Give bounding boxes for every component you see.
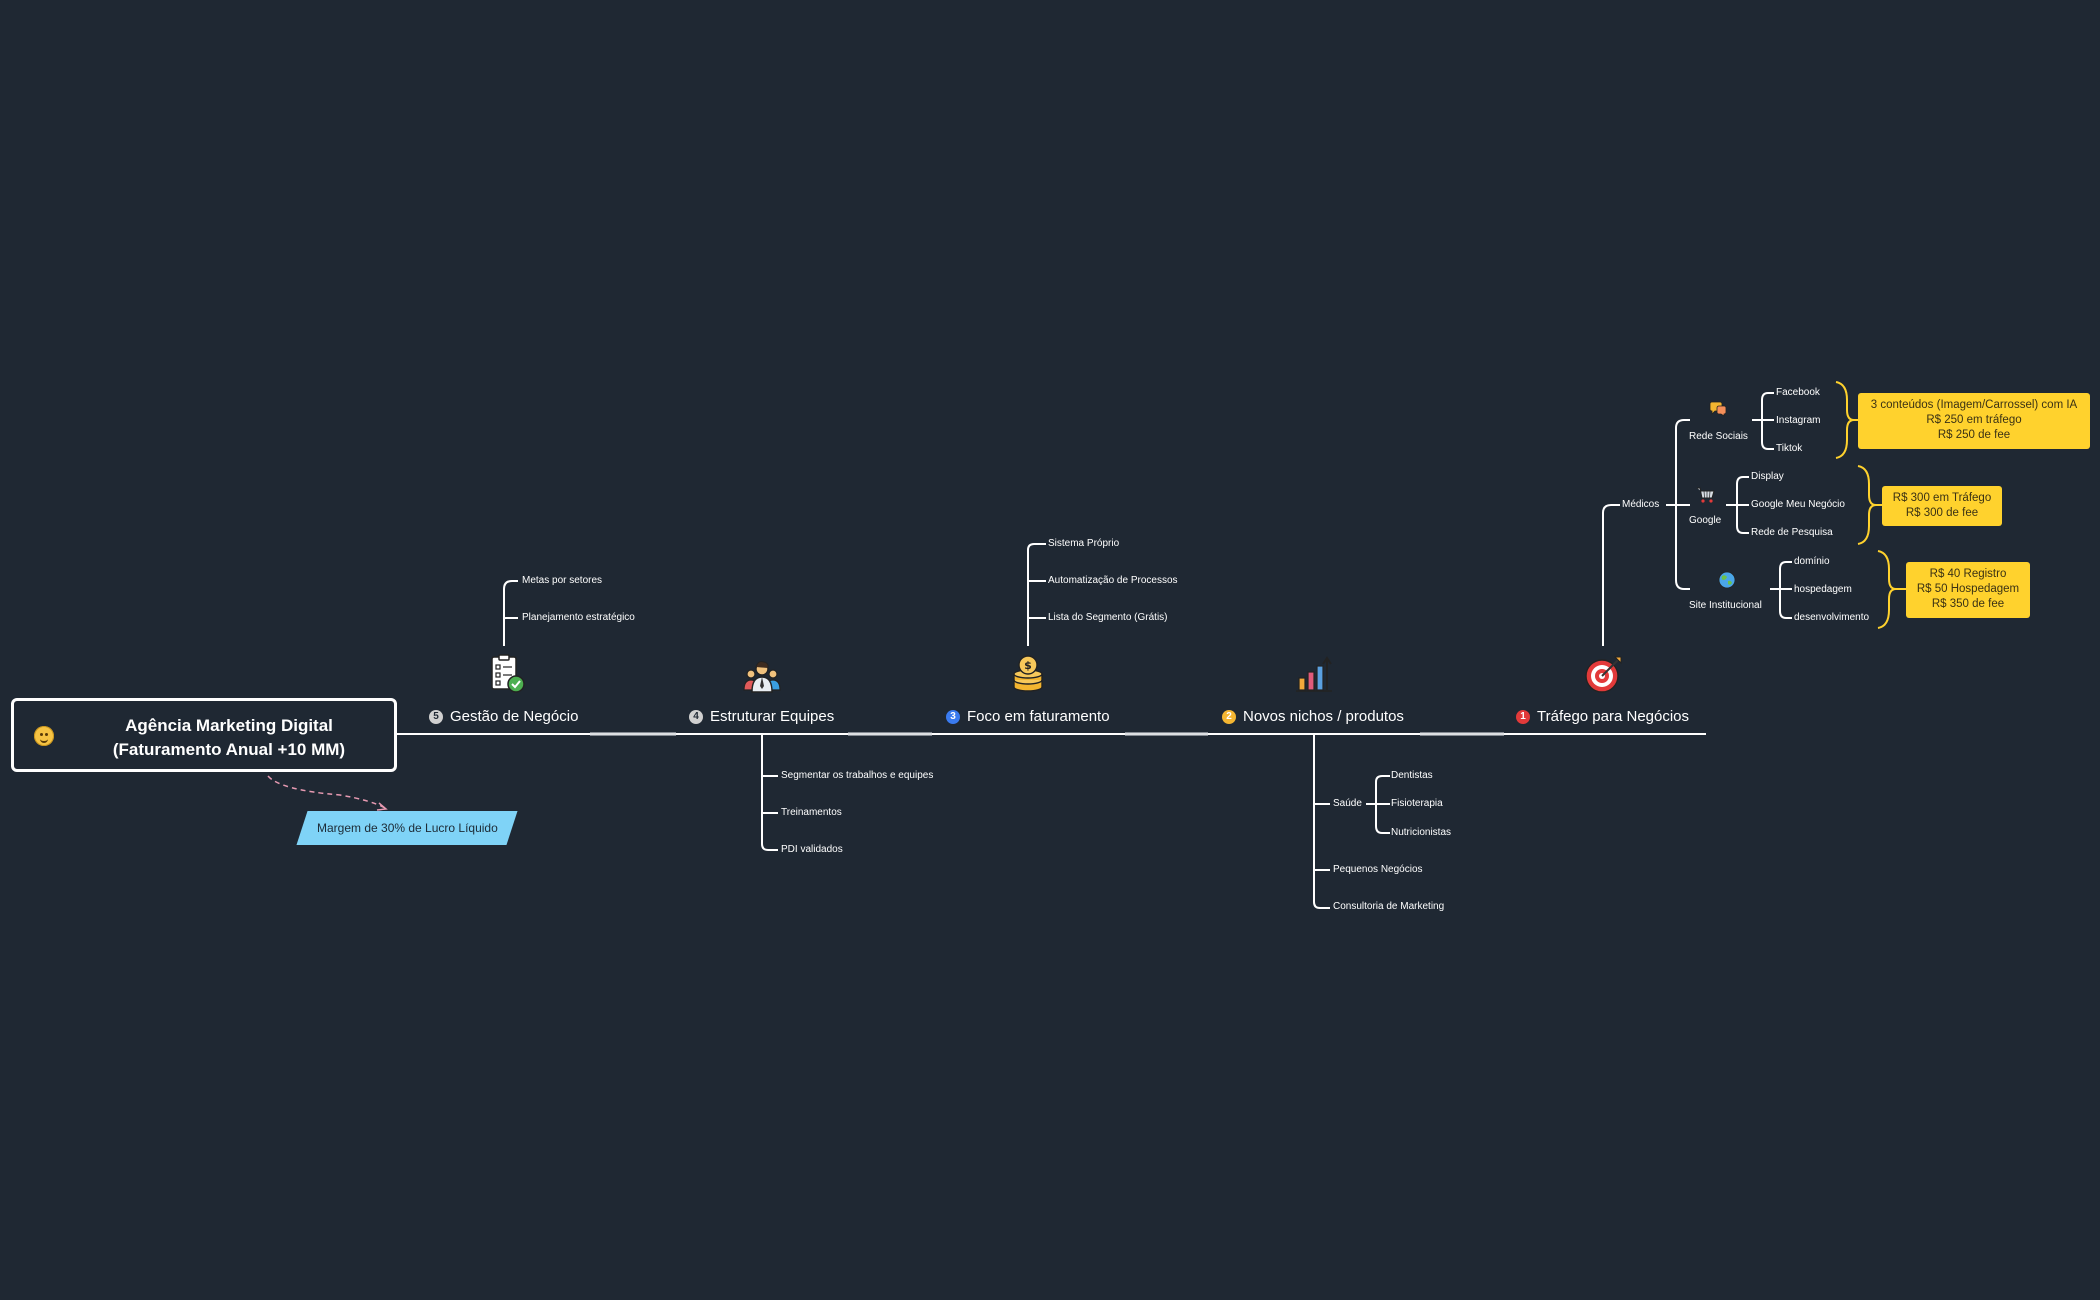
- leaf-metas-setores[interactable]: Metas por setores: [522, 575, 603, 586]
- chat-bubbles-icon: [1708, 400, 1728, 420]
- central-topic-title: Agência Marketing Digital (Faturamento A…: [112, 716, 346, 759]
- leaf-facebook[interactable]: Facebook: [1776, 387, 1820, 398]
- leaf-rede-sociais[interactable]: Rede Sociais: [1689, 431, 1748, 442]
- leaf-google[interactable]: Google: [1689, 515, 1722, 526]
- checklist-icon: [486, 654, 526, 694]
- globe-icon: [1717, 570, 1737, 590]
- leaf-fisioterapia[interactable]: Fisioterapia: [1391, 798, 1443, 809]
- leaf-lista-segmento[interactable]: Lista do Segmento (Grátis): [1048, 612, 1168, 623]
- branch-trafego-negocios[interactable]: 1 Tráfego para Negócios: [1516, 708, 1689, 725]
- leaf-rede-pesquisa[interactable]: Rede de Pesquisa: [1751, 527, 1833, 538]
- leaf-saude[interactable]: Saúde: [1333, 798, 1362, 809]
- leaf-desenvolvimento[interactable]: desenvolvimento: [1794, 612, 1870, 623]
- callout-label: Margem de 30% de Lucro Líquido: [316, 821, 498, 835]
- central-topic[interactable]: Agência Marketing Digital (Faturamento A…: [11, 698, 397, 772]
- leaf-nutricionistas[interactable]: Nutricionistas: [1391, 827, 1452, 838]
- bar-chart-icon: [1294, 654, 1334, 694]
- leaf-medicos[interactable]: Médicos: [1622, 499, 1660, 510]
- branch-foco-faturamento[interactable]: 3 Foco em faturamento: [946, 708, 1110, 725]
- leaf-tiktok[interactable]: Tiktok: [1776, 443, 1803, 454]
- leaf-pdi-validados[interactable]: PDI validados: [781, 844, 843, 855]
- leaf-dominio[interactable]: domínio: [1794, 556, 1830, 567]
- leaf-treinamentos[interactable]: Treinamentos: [781, 807, 842, 818]
- team-icon: [742, 656, 782, 696]
- leaf-instagram[interactable]: Instagram: [1776, 415, 1821, 426]
- summary-rede-sociais[interactable]: 3 conteúdos (Imagem/Carrossel) com IA R$…: [1858, 393, 2090, 449]
- leaf-sistema-proprio[interactable]: Sistema Próprio: [1048, 538, 1120, 549]
- summary-site-institucional[interactable]: R$ 40 Registro R$ 50 Hospedagem R$ 350 d…: [1906, 562, 2030, 618]
- leaf-hospedagem[interactable]: hospedagem: [1794, 584, 1852, 595]
- smiley-icon: [34, 726, 54, 746]
- leaf-google-meu-negocio[interactable]: Google Meu Negócio: [1751, 499, 1845, 510]
- leaf-automatizacao-processos[interactable]: Automatização de Processos: [1048, 575, 1178, 586]
- leaf-dentistas[interactable]: Dentistas: [1391, 770, 1433, 781]
- leaf-segmentar-trabalhos[interactable]: Segmentar os trabalhos e equipes: [781, 770, 934, 781]
- branch-novos-nichos[interactable]: 2 Novos nichos / produtos: [1222, 708, 1404, 725]
- summary-google[interactable]: R$ 300 em Tráfego R$ 300 de fee: [1882, 486, 2002, 526]
- leaf-pequenos-negocios[interactable]: Pequenos Negócios: [1333, 864, 1423, 875]
- priority-2-icon: 2: [1222, 709, 1236, 724]
- shopping-cart-icon: [1696, 485, 1716, 505]
- leaf-consultoria-marketing[interactable]: Consultoria de Marketing: [1333, 901, 1445, 912]
- leaf-display[interactable]: Display: [1751, 471, 1784, 482]
- target-icon: [1584, 654, 1624, 694]
- leaf-planejamento-estrategico[interactable]: Planejamento estratégico: [522, 612, 635, 623]
- svg-text:$: $: [1024, 659, 1032, 672]
- branch-gestao-negocio[interactable]: 5 Gestão de Negócio: [429, 708, 578, 725]
- branch-label: Gestão de Negócio: [450, 708, 579, 725]
- priority-1-icon: 1: [1516, 709, 1530, 724]
- branch-estruturar-equipes[interactable]: 4 Estruturar Equipes: [689, 708, 834, 725]
- branch-label: Tráfego para Negócios: [1537, 708, 1690, 725]
- priority-4-icon: 4: [689, 709, 703, 724]
- leaf-site-institucional[interactable]: Site Institucional: [1689, 600, 1762, 611]
- priority-5-icon: 5: [429, 709, 443, 724]
- branch-label: Foco em faturamento: [967, 708, 1110, 725]
- callout-profit-margin[interactable]: Margem de 30% de Lucro Líquido: [296, 811, 518, 845]
- branch-label: Novos nichos / produtos: [1243, 708, 1404, 725]
- branch-label: Estruturar Equipes: [710, 708, 835, 725]
- coins-icon: $: [1008, 654, 1048, 694]
- priority-3-icon: 3: [946, 709, 960, 724]
